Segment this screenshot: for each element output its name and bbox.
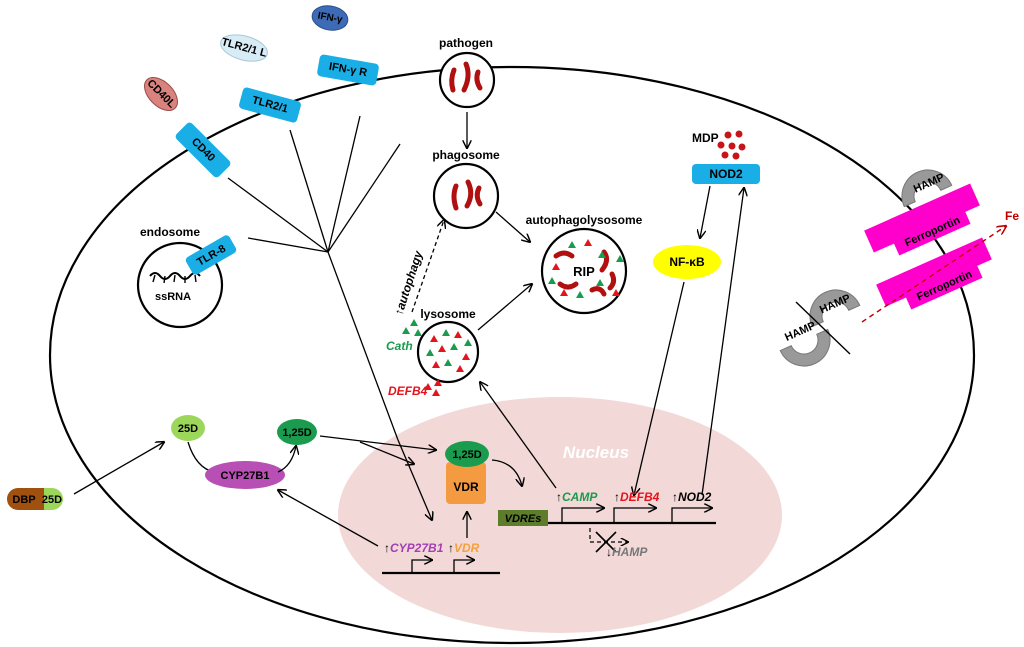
hamp-gene-label: HAMP (612, 545, 648, 559)
cyp27b1-gene: ↑CYP27B1 (384, 541, 444, 555)
hamp-1: HAMP (901, 169, 953, 208)
defb4-peptides (424, 379, 442, 396)
nod2-up-arrow: ↑ (672, 490, 678, 504)
cd40l-ligand: CD40L (144, 77, 178, 111)
signal-to-vdr-arrow (359, 441, 414, 464)
hamp-down-arrow: ↓ (606, 545, 612, 559)
autophagy-arrow (411, 220, 444, 313)
receptor-signal-lines (227, 115, 401, 441)
tlr21-receptor: TLR2/1 (239, 87, 301, 123)
ssrna-label: ssRNA (155, 291, 191, 303)
hamp-gene: ↓HAMP (606, 545, 648, 559)
vdr-receptor (446, 462, 486, 504)
vdr-ligand (445, 441, 489, 467)
enzyme-cyp27b1 (205, 461, 285, 489)
ligand-25d-label: 25D (178, 423, 198, 435)
ligand-25d (171, 415, 205, 441)
nod2-gene: ↑NOD2 (672, 490, 712, 504)
fe-label: Fe (1005, 209, 1019, 223)
enzyme-cyp27b1-label: CYP27B1 (221, 470, 270, 482)
nfkb-label: NF-κB (669, 255, 705, 269)
rip-label: RIP (573, 264, 595, 279)
cd40-receptor: CD40 (175, 122, 231, 178)
lysosome-label: lysosome (420, 307, 476, 321)
cath-peptides (402, 319, 422, 336)
lysosome-to-autophagolysosome-arrow (477, 284, 532, 331)
hamp-block-x2 (595, 531, 617, 553)
nucleus-label: Nucleus (563, 443, 629, 462)
dbp (7, 488, 44, 510)
cyp27b1-up-arrow: ↑ (384, 541, 390, 555)
defb4-up-arrow: ↑ (614, 490, 620, 504)
vdr-up-arrow: ↑ (448, 541, 454, 555)
defb4-gene: ↑DEFB4 (614, 490, 660, 504)
signal-to-genes-arrow (397, 439, 432, 520)
defb4-gene-label: DEFB4 (620, 490, 660, 504)
phagosome-bacteria (451, 179, 483, 211)
ssrna-bases (152, 274, 197, 284)
ssrna-strand (149, 272, 201, 280)
vdr-gene-label: VDR (454, 541, 480, 555)
nod2-gene-to-receptor-arrow (701, 188, 744, 496)
vdr-label: VDR (453, 480, 479, 494)
nfkb (653, 245, 721, 279)
ligand-125d-label: 1,25D (282, 427, 311, 439)
autophagolysosome-bacteria (553, 249, 617, 297)
camp-gene: ↑CAMP (556, 490, 598, 504)
hamp-block-line (795, 301, 851, 355)
nod2-receptor-label: NOD2 (709, 167, 743, 181)
autophagolysosome-label: autophagolysosome (526, 213, 643, 227)
vdr-to-vdres-arrow (491, 459, 522, 486)
ligand-125d (277, 419, 317, 445)
dbp-label: DBP (12, 494, 35, 506)
nod2-to-nfkb-arrow (700, 185, 711, 238)
vdres-label: VDREs (505, 513, 542, 525)
endosome-label: endosome (140, 225, 200, 239)
cyp27b1-gene-label: CYP27B1 (390, 541, 444, 555)
lysosome (416, 320, 480, 384)
pathogen-bacteria (449, 61, 483, 93)
autophagy-up-arrow: ↑ (392, 307, 407, 317)
nfkb-to-defb4-arrow (634, 281, 685, 495)
autophagolysosome-peptides (548, 239, 624, 298)
phagosome-to-autophagolysosome-arrow (495, 211, 530, 242)
ifng-label: IFN-γ (317, 11, 344, 26)
cyp-to-125d-curve (277, 446, 296, 473)
fe-efflux-arrow (861, 226, 1006, 323)
genes-to-lysosome-arrow (480, 382, 557, 489)
nucleus (338, 397, 782, 633)
lysosome-peptides (426, 329, 472, 372)
ifngr-receptor: IFN-γ R (317, 54, 379, 86)
vitd-gene-promoters (411, 560, 474, 572)
tlr21-ligand: TLR2/1 L (220, 34, 268, 62)
cyp27b1-gene-to-enzyme-arrow (278, 490, 379, 547)
defb4-protein-label: DEFB4 (388, 384, 428, 398)
mdp-label: MDP (692, 131, 719, 145)
nod2-gene-label: NOD2 (678, 490, 712, 504)
phagosome (432, 162, 500, 230)
phagosome-label: phagosome (432, 148, 500, 162)
125d-to-vdr-arrow (319, 435, 436, 450)
dbp-25d-label: 25D (42, 494, 62, 506)
target-gene-promoters (561, 508, 712, 522)
vdres (498, 510, 548, 526)
dbp-to-25d-arrow (73, 442, 164, 495)
nod2-receptor (692, 164, 760, 184)
hamp-promoter-arrow (589, 528, 628, 542)
vdr-ligand-label: 1,25D (452, 449, 481, 461)
cath-label: Cath (386, 339, 413, 353)
camp-label: CAMP (562, 490, 598, 504)
dbp-25d (44, 488, 63, 510)
camp-up-arrow: ↑ (556, 490, 562, 504)
ifng-ligand: IFN-γ (311, 5, 349, 31)
mdp-dots (717, 130, 746, 160)
pathogen-label: pathogen (439, 36, 493, 50)
vdr-gene: ↑VDR (448, 541, 480, 555)
